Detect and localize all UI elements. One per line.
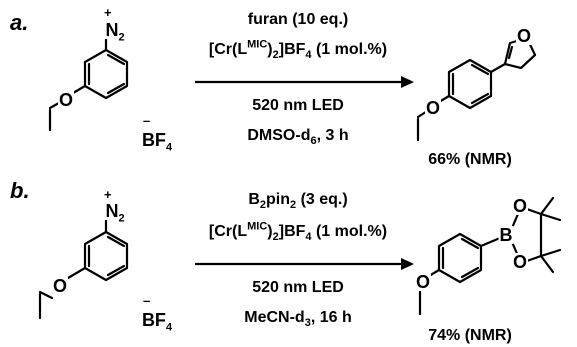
sm-a-plus: + bbox=[104, 5, 112, 20]
cond-b-light: 520 nm LED bbox=[252, 279, 344, 296]
yield-a: 66% (NMR) bbox=[428, 151, 512, 168]
cond-a-catalyst: [Cr(LMIC)2]BF4 (1 mol.%) bbox=[208, 38, 388, 62]
yield-b: 74% (NMR) bbox=[428, 327, 512, 344]
cond-b-solvent: MeCN-d3, 16 h bbox=[244, 309, 352, 330]
product-b-methoxy-oxygen: O bbox=[414, 272, 432, 292]
sm-a-minus: – bbox=[143, 113, 151, 128]
product-b-molecule bbox=[418, 196, 562, 316]
product-a-oxygen: O bbox=[424, 98, 442, 118]
sm-b-molecule bbox=[38, 218, 129, 320]
product-b-oxygen-top: O bbox=[511, 196, 529, 216]
sm-a-nitrogen: N2 bbox=[104, 20, 126, 44]
sm-b-nitrogen: N2 bbox=[104, 201, 126, 225]
product-a-furan-oxygen: O bbox=[515, 26, 533, 46]
cond-b-reagent: B2pin2 (3 eq.) bbox=[248, 191, 348, 212]
sm-a-counterion: BF4 bbox=[140, 130, 174, 154]
sm-b-counterion: BF4 bbox=[140, 310, 174, 334]
cond-a-light: 520 nm LED bbox=[252, 97, 344, 114]
sm-b-plus: + bbox=[104, 187, 112, 202]
panel-label-a: a. bbox=[10, 10, 29, 35]
product-a-molecule bbox=[416, 36, 537, 142]
arrowhead-a bbox=[401, 76, 414, 88]
cond-a-reagent: furan (10 eq.) bbox=[247, 11, 349, 28]
sm-a-oxygen: O bbox=[57, 90, 75, 110]
sm-b-oxygen: O bbox=[51, 276, 69, 296]
panel-label-b: b. bbox=[10, 178, 30, 203]
cond-a-solvent: DMSO-d6, 3 h bbox=[247, 127, 349, 148]
sm-a-molecule bbox=[48, 36, 129, 132]
cond-b-catalyst: [Cr(LMIC)2]BF4 (1 mol.%) bbox=[208, 220, 388, 244]
arrowhead-b bbox=[401, 258, 414, 270]
product-b-oxygen-bottom: O bbox=[511, 252, 529, 272]
product-b-boron: B bbox=[498, 225, 514, 245]
sm-b-minus: – bbox=[143, 293, 151, 308]
